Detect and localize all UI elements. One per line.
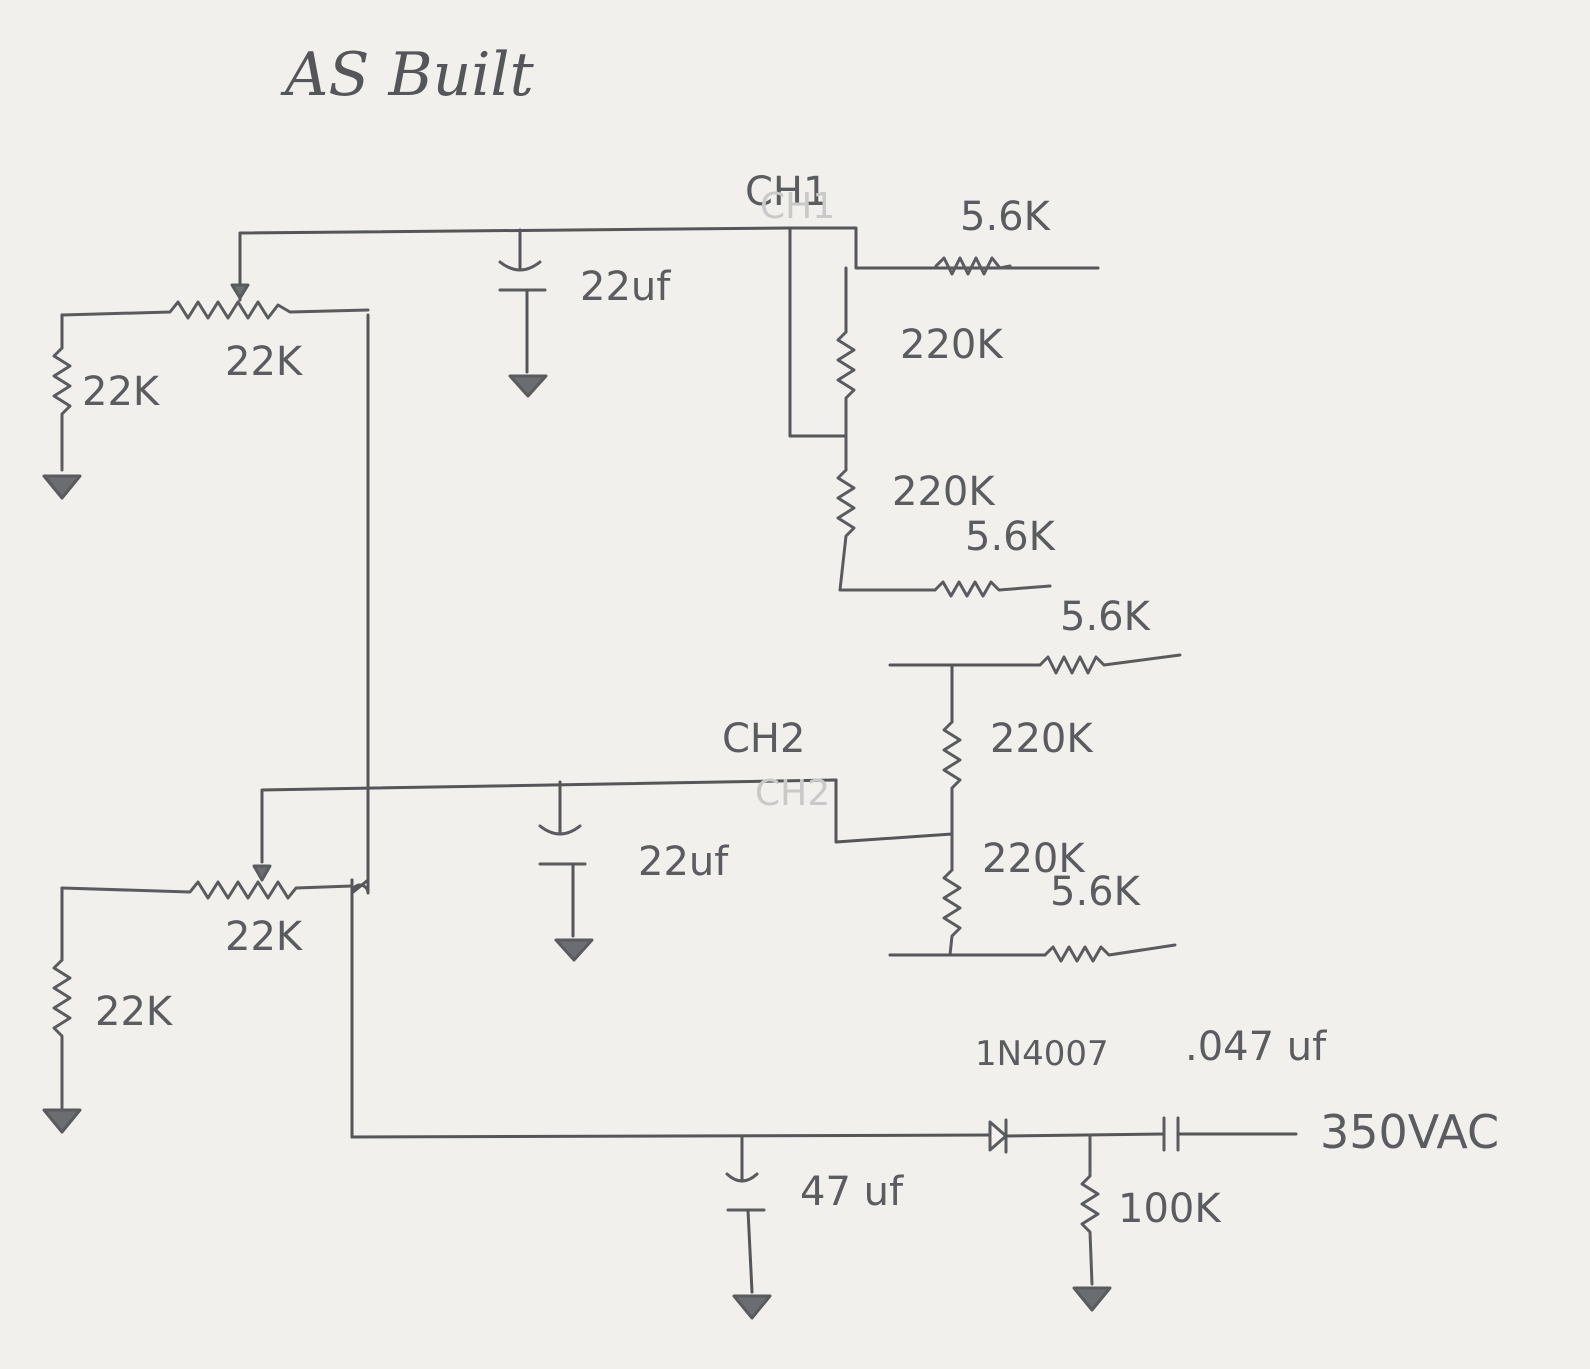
- label-diode: 1N4007: [975, 1034, 1109, 1074]
- bleeder-resistor-100k: [1080, 1133, 1100, 1286]
- filter-cap-lead-bottom: [746, 1208, 754, 1294]
- ch2-node-wires: [834, 663, 1042, 844]
- label-ch2-r-upper: 220K: [990, 716, 1094, 762]
- label-pot1-value: 22K: [225, 339, 304, 385]
- label-filter-cap: 47 uf: [800, 1169, 904, 1215]
- label-source: 350VAC: [1320, 1105, 1499, 1159]
- label-ch1-r-lower: 220K: [892, 469, 996, 515]
- pot2-wiper-arrow: [252, 864, 272, 882]
- cap-ch2-ground-icon: [554, 938, 594, 962]
- label-ch1-ghost: CH1: [760, 186, 835, 227]
- label-ch2-r-top-out: 5.6K: [1060, 594, 1152, 640]
- pot2-resistor: [60, 880, 354, 900]
- diode-1n4007: [988, 1118, 1008, 1154]
- label-ch1-r-upper: 220K: [900, 322, 1004, 368]
- pot2-ground-icon: [42, 1108, 82, 1134]
- label-ch2-r-bottom-out: 5.6K: [1050, 869, 1142, 915]
- label-ch2-ghost: CH2: [755, 773, 830, 814]
- ch2-r-top-out: [1038, 653, 1182, 675]
- ch1-node-wires: [788, 226, 1100, 438]
- label-cap-ch1: 22uf: [580, 264, 671, 310]
- diode-to-cap-wire: [1004, 1132, 1166, 1138]
- filter-cap-plate-curved: [725, 1172, 759, 1183]
- ch1-r-bottom-out: [933, 580, 1052, 598]
- ch1-r-lower: [836, 468, 937, 592]
- label-ch2: CH2: [722, 716, 805, 762]
- pot1-ground-icon: [42, 474, 82, 500]
- label-ch2-r-lower: 220K: [982, 836, 1086, 882]
- label-pot2-ground-resistor: 22K: [95, 989, 174, 1035]
- ch2-r-upper: [942, 720, 962, 872]
- cap-ch1-ground-icon: [508, 374, 548, 398]
- label-pot1-ground-resistor: 22K: [82, 369, 161, 415]
- pot1-resistor: [60, 300, 370, 320]
- supply-bottom-rail: [350, 1133, 992, 1139]
- ch1-r-upper: [836, 330, 856, 472]
- pot1-wiper-arrow: [230, 283, 250, 300]
- pot2-top-rail: [260, 778, 838, 864]
- ch2-r-bottom-out: [1043, 943, 1177, 963]
- cap-ch1-plate-curved: [498, 260, 542, 272]
- label-ch1: CH1: [745, 169, 828, 215]
- label-cap-ch2: 22uf: [638, 839, 729, 885]
- cap-ch2-plate-curved: [538, 824, 582, 836]
- label-pot2-value: 22K: [225, 914, 304, 960]
- ch1-r-top-out: [934, 256, 1012, 276]
- main-bus-wire: [350, 313, 370, 1139]
- pot1-ground-resistor: [52, 346, 72, 472]
- label-bleeder-resistor: 100K: [1118, 1186, 1222, 1232]
- diagram-title: AS Built: [280, 40, 535, 110]
- pot1-top-rail: [238, 226, 792, 302]
- label-ch1-r-top-out: 5.6K: [960, 194, 1052, 240]
- coupling-cap-047: [1162, 1116, 1180, 1152]
- bus-joint-2: [350, 878, 370, 895]
- pot2-ground-resistor: [52, 958, 72, 1110]
- label-ch1-r-bottom-out: 5.6K: [965, 514, 1057, 560]
- ch2-r-lower: [942, 868, 962, 957]
- bleeder-ground-icon: [1072, 1286, 1112, 1312]
- label-coupling-cap: .047 uf: [1185, 1024, 1327, 1070]
- filter-cap-ground-icon: [732, 1294, 772, 1320]
